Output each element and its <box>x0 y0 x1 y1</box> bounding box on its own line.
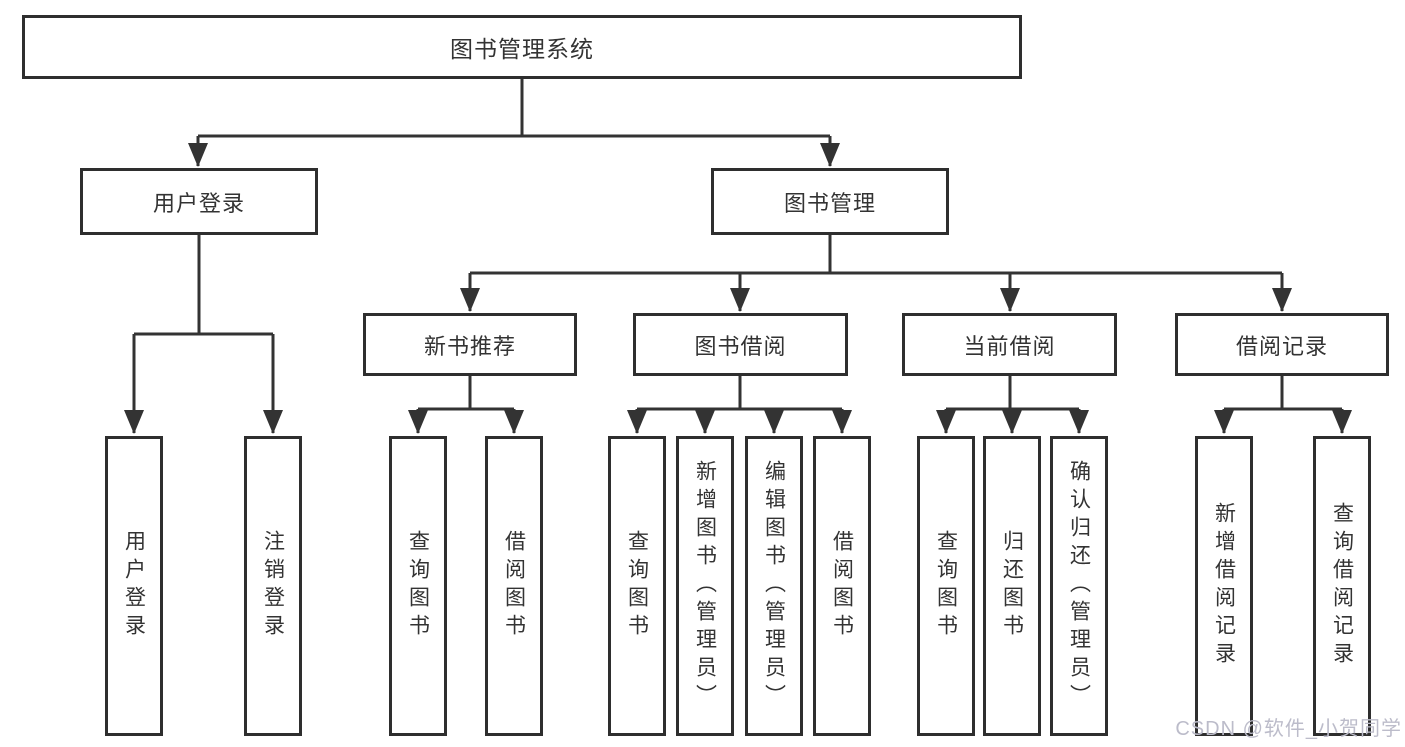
node-leaf-logout: 注销登录 <box>244 436 302 736</box>
node-leaf-edit-books-admin: 编辑图书（管理员） <box>745 436 803 736</box>
leaf-label: 查询借阅记录 <box>1330 502 1354 670</box>
leaf-label: 查询图书 <box>406 530 430 642</box>
node-leaf-query-books-2: 查询图书 <box>608 436 666 736</box>
node-borrow-records-label: 借阅记录 <box>1235 333 1328 359</box>
node-leaf-add-borrow-record: 新增借阅记录 <box>1195 436 1253 736</box>
node-book-borrow: 图书借阅 <box>633 313 848 376</box>
leaf-label: 查询图书 <box>625 530 649 642</box>
node-leaf-add-books-admin: 新增图书（管理员） <box>676 436 734 736</box>
node-root: 图书管理系统 <box>22 15 1022 79</box>
node-leaf-query-borrow-record: 查询借阅记录 <box>1313 436 1371 736</box>
node-current-borrow: 当前借阅 <box>902 313 1117 376</box>
node-leaf-return-books: 归还图书 <box>983 436 1041 736</box>
leaf-label: 新增借阅记录 <box>1212 502 1236 670</box>
leaf-label: 用户登录 <box>122 530 146 642</box>
node-leaf-query-books-1: 查询图书 <box>389 436 447 736</box>
node-book-mgmt-label: 图书管理 <box>783 190 876 216</box>
node-current-borrow-label: 当前借阅 <box>963 333 1056 359</box>
leaf-label: 归还图书 <box>1000 530 1024 642</box>
node-leaf-borrow-books-1: 借阅图书 <box>485 436 543 736</box>
node-new-books: 新书推荐 <box>363 313 577 376</box>
node-leaf-confirm-return-admin: 确认归还（管理员） <box>1050 436 1108 736</box>
leaf-label: 借阅图书 <box>502 530 526 642</box>
csdn-watermark: CSDN @软件_小贺同学 <box>1175 718 1402 740</box>
node-root-label: 图书管理系统 <box>450 36 594 62</box>
leaf-label: 编辑图书（管理员） <box>762 460 786 712</box>
node-leaf-user-login: 用户登录 <box>105 436 163 736</box>
node-user-login: 用户登录 <box>80 168 318 235</box>
leaf-label: 新增图书（管理员） <box>693 460 717 712</box>
node-leaf-borrow-books-2: 借阅图书 <box>813 436 871 736</box>
node-new-books-label: 新书推荐 <box>423 333 516 359</box>
leaf-label: 注销登录 <box>261 530 285 642</box>
leaf-label: 查询图书 <box>934 530 958 642</box>
leaf-label: 借阅图书 <box>830 530 854 642</box>
node-book-mgmt: 图书管理 <box>711 168 949 235</box>
node-user-login-label: 用户登录 <box>152 190 245 216</box>
node-book-borrow-label: 图书借阅 <box>694 333 787 359</box>
node-leaf-query-books-3: 查询图书 <box>917 436 975 736</box>
node-borrow-records: 借阅记录 <box>1175 313 1389 376</box>
leaf-label: 确认归还（管理员） <box>1067 460 1091 712</box>
